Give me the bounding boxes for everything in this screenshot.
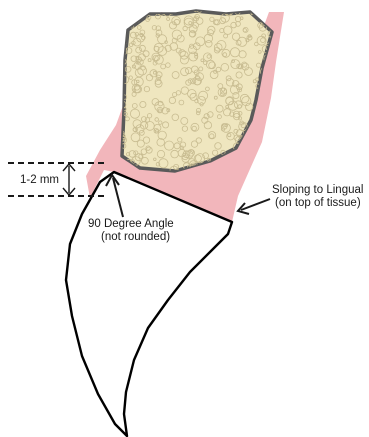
bone-pore (137, 6, 145, 14)
bone-pore (256, 163, 261, 168)
angle-label-line-2: (not rounded) (101, 231, 170, 244)
bone-pore (266, 6, 271, 11)
bone-pore (116, 41, 125, 50)
bone-pore (117, 86, 123, 92)
sloping-label-line-2: (on top of tissue) (275, 197, 361, 210)
angle-label-line-1: 90 Degree Angle (88, 218, 174, 231)
bone-pore (262, 145, 271, 154)
bone-pore (270, 113, 277, 120)
tooth-outline (66, 172, 232, 436)
bone-pore (266, 136, 275, 145)
bone-pore (128, 6, 135, 13)
bone-pore (273, 116, 277, 120)
bone-pore (179, 7, 183, 11)
bone-pore (270, 109, 278, 117)
bone-pore (270, 149, 273, 152)
bone-pore (118, 75, 123, 80)
bone-pore (265, 139, 270, 144)
bone-pore (270, 127, 279, 136)
bone-pore (129, 13, 138, 22)
bone-pore (131, 18, 135, 22)
bone-pore (262, 165, 265, 168)
measurement-label: 1-2 mm (20, 174, 59, 187)
bone-pore (121, 9, 130, 18)
bone-pore (274, 9, 277, 12)
bone-pore (134, 9, 138, 13)
bone-pore (271, 145, 279, 153)
bone-pore (130, 8, 136, 14)
bone-pore (121, 36, 126, 41)
sloping-pointer-arrow (238, 199, 270, 214)
sloping-label-line-1: Sloping to Lingual (272, 184, 363, 197)
bone-pore (272, 160, 278, 166)
bone-pore (269, 154, 273, 158)
bone-pore (162, 5, 168, 11)
bone-pore (142, 4, 150, 12)
bone-pore (117, 38, 124, 45)
sloping-arrow-shaft (241, 199, 270, 210)
bone-pore (267, 158, 275, 166)
